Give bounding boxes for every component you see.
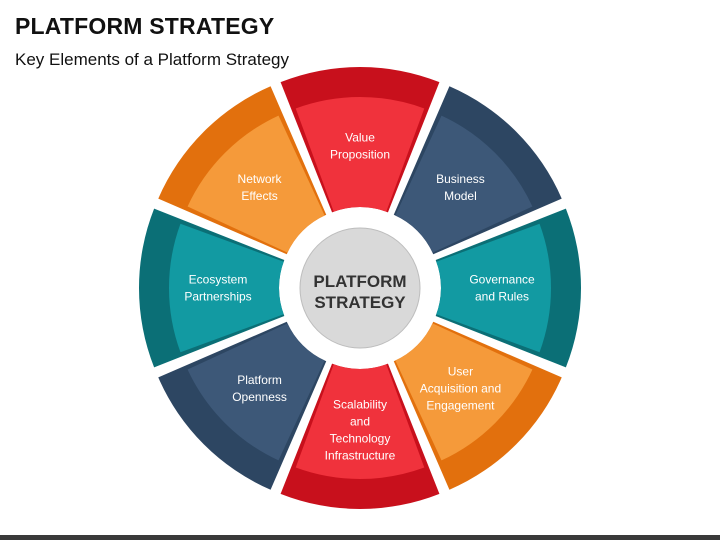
center-label-line2: STRATEGY: [314, 293, 406, 312]
segment-platform-openness-inner-panel: [187, 323, 325, 461]
segment-business-model-inner-panel: [395, 115, 533, 253]
segment-governance-and-rules-inner-panel: [436, 223, 552, 353]
center-label-line1: PLATFORM: [313, 272, 406, 291]
center-hub: PLATFORM STRATEGY: [288, 216, 432, 360]
page-subtitle: Key Elements of a Platform Strategy: [15, 50, 290, 69]
center-hub-disc: [299, 227, 421, 349]
segment-user-acquisition-and-engagement-inner-panel: [395, 323, 533, 461]
bottom-bar: [0, 535, 720, 540]
segment-ecosystem-partnerships-inner-panel: [168, 223, 284, 353]
page-title: PLATFORM STRATEGY: [15, 13, 275, 39]
segment-value-proposition-inner-panel: [295, 96, 425, 212]
segment-scalability-and-technology-infrastructure-inner-panel: [295, 364, 425, 480]
segment-network-effects-inner-panel: [187, 115, 325, 253]
